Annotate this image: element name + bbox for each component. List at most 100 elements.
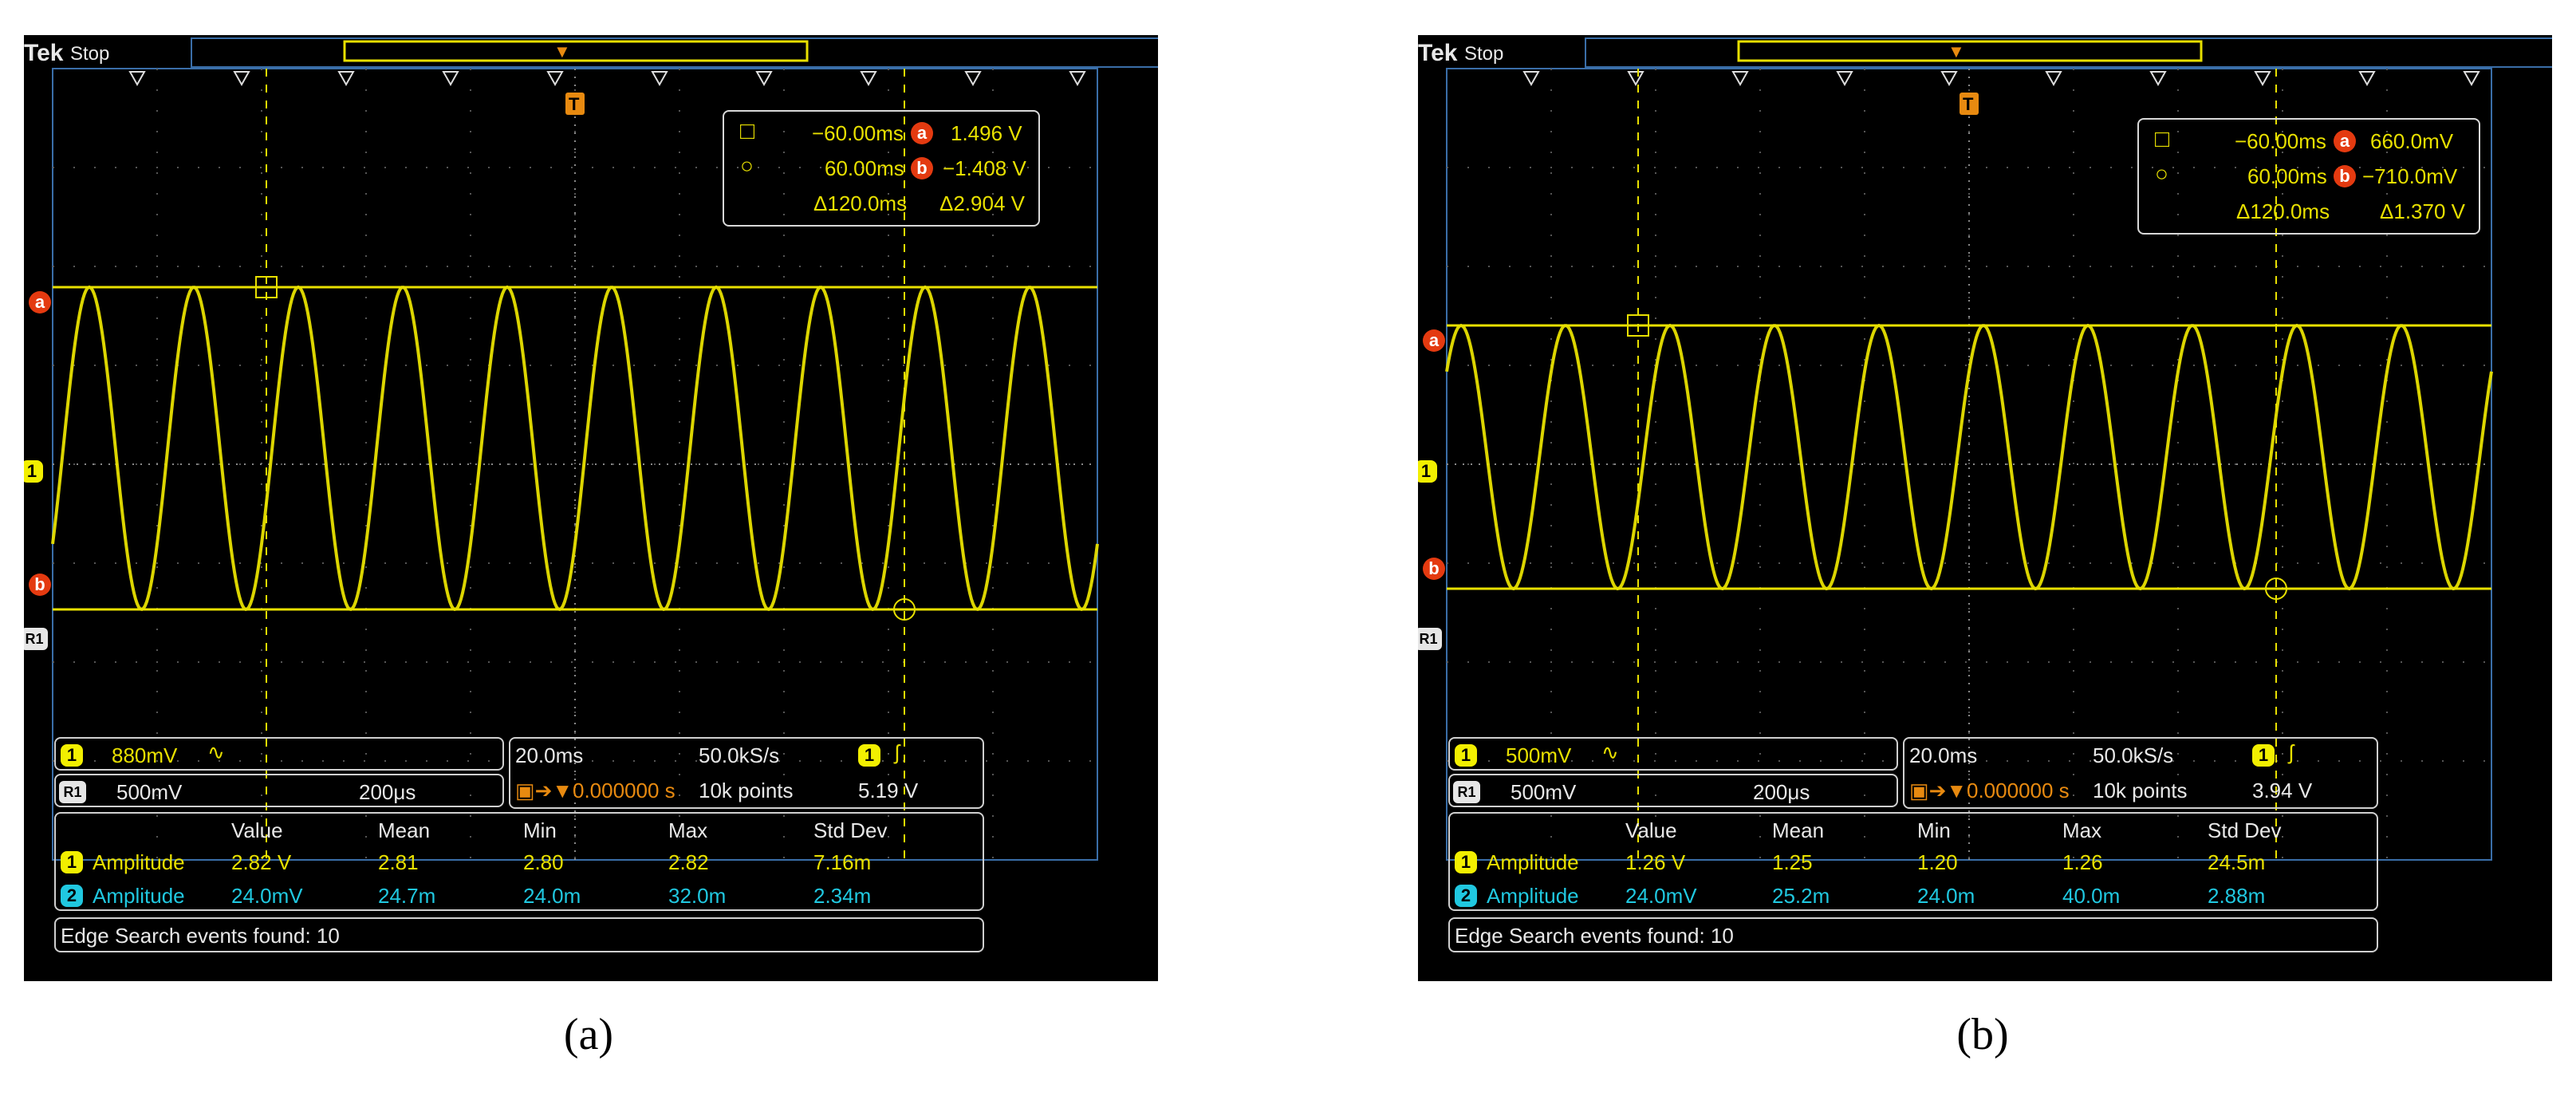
waveform-display-b: ▼T: [1445, 37, 2552, 861]
meas-row2-name: Amplitude: [93, 884, 185, 908]
cursor-a-value: 1.496 V: [951, 121, 1022, 145]
search-event-marker: [1069, 71, 1086, 87]
channel1-scale: 500mV: [1506, 743, 1572, 767]
cursor1-square-marker: [1627, 314, 1649, 337]
record-length: 10k points: [699, 779, 794, 802]
cursor-b-marker: b: [29, 571, 51, 597]
ac-coupling-icon: ∿: [1601, 740, 1619, 764]
search-event-marker: [128, 71, 146, 87]
reference-marker: R1: [24, 625, 48, 651]
meas-row2-value: 24.0mV: [1625, 884, 1697, 908]
search-event-marker: [2358, 71, 2376, 87]
meas-header-min: Min: [1917, 818, 1951, 842]
meas-row1-channel: 1: [61, 849, 83, 874]
meas-row1-channel: 1: [1455, 849, 1477, 874]
overview-trigger-icon: ▼: [1948, 41, 1965, 61]
meas-header-value: Value: [1625, 818, 1677, 842]
acquisition-status: Stop: [70, 43, 110, 65]
meas-row1-min: 2.80: [523, 850, 564, 874]
meas-row1-value: 2.82 V: [231, 850, 292, 874]
horizontal-trigger-box[interactable]: 20.0ms 50.0kS/s 1 ʃ ▣➔▼ 0.000000 s 10k p…: [1903, 737, 2378, 809]
search-event-marker: [1731, 71, 1749, 87]
reference-badge: R1: [1453, 779, 1480, 804]
waveform-display-a: ▼T: [51, 37, 1158, 861]
search-event-marker: [1522, 71, 1540, 87]
reference-marker: R1: [1418, 625, 1442, 651]
cursor1-square-marker: [255, 276, 278, 298]
circle-cursor-icon: ○: [740, 153, 754, 178]
meas-row1-std: 7.16m: [813, 850, 872, 874]
meas-header-stddev: Std Dev: [813, 818, 888, 842]
trigger-source-badge: 1: [2252, 742, 2275, 767]
meas-row1-max: 2.82: [668, 850, 709, 874]
search-status-box[interactable]: Edge Search events found: 10: [54, 917, 984, 952]
meas-row2-channel: 2: [61, 882, 83, 908]
meas-row2-value: 24.0mV: [231, 884, 303, 908]
meas-row2-mean: 24.7m: [378, 884, 436, 908]
meas-row1-mean: 2.81: [378, 850, 419, 874]
timebase: 20.0ms: [515, 743, 584, 767]
search-event-marker: [1940, 71, 1958, 87]
cursor-a-marker: a: [29, 289, 51, 314]
reference1-info-box[interactable]: R1 500mV 200μs: [54, 774, 504, 807]
meas-header-mean: Mean: [1772, 818, 1825, 842]
cursor-a-icon: a: [911, 120, 933, 145]
channel1-info-box[interactable]: 1 500mV ∿: [1448, 737, 1898, 771]
measurements-box[interactable]: Value Mean Min Max Std Dev 1 Amplitude 2…: [54, 812, 984, 911]
caption-b: (b): [1956, 1010, 2009, 1059]
search-event-marker: [2149, 71, 2167, 87]
cursor-readout-box: □ −60.00ms a 1.496 V ○ 60.00ms b −1.408 …: [723, 110, 1040, 227]
record-view-window: [343, 40, 809, 62]
meas-header-stddev: Std Dev: [2208, 818, 2282, 842]
reference-time: 200μs: [359, 780, 416, 804]
cursor-delta-voltage: Δ2.904 V: [939, 191, 1025, 215]
cursor2-circle-marker: [893, 598, 916, 621]
measurements-box[interactable]: Value Mean Min Max Std Dev 1 Amplitude 1…: [1448, 812, 2378, 911]
meas-header-min: Min: [523, 818, 557, 842]
cursor2-circle-marker: [2265, 578, 2287, 600]
trigger-level: 5.19 V: [858, 779, 919, 802]
search-event-marker: [860, 71, 877, 87]
meas-row2-channel: 2: [1455, 882, 1477, 908]
oscilloscope-screen-a: ▼T Tek Stop □ −60.00ms a 1.496 V ○ 60.00…: [24, 35, 1158, 981]
cursor-b-value: −1.408 V: [943, 156, 1026, 180]
horizontal-trigger-box[interactable]: 20.0ms 50.0kS/s 1 ʃ ▣➔▼ 0.000000 s 10k p…: [509, 737, 984, 809]
search-event-marker: [2254, 71, 2271, 87]
rising-edge-icon: ʃ: [2289, 740, 2294, 764]
meas-row2-std: 2.34m: [813, 884, 872, 908]
sample-rate: 50.0kS/s: [699, 743, 780, 767]
trigger-position: 0.000000 s: [573, 779, 676, 802]
sample-rate: 50.0kS/s: [2093, 743, 2174, 767]
meas-row1-name: Amplitude: [1487, 850, 1579, 874]
cursor-readout-box: □ −60.00ms a 660.0mV ○ 60.00ms b −710.0m…: [2137, 118, 2480, 235]
acquisition-status: Stop: [1464, 43, 1504, 65]
search-event-marker: [651, 71, 668, 87]
meas-row2-mean: 25.2m: [1772, 884, 1830, 908]
reference-badge: R1: [59, 779, 86, 804]
cursor1-time: −60.00ms: [2235, 129, 2326, 153]
trigger-position-letter: T: [569, 94, 580, 114]
search-event-marker: [337, 71, 355, 87]
meas-header-max: Max: [2062, 818, 2102, 842]
search-event-marker: [964, 71, 982, 87]
search-event-marker: [1836, 71, 1853, 87]
search-status: Edge Search events found: 10: [61, 924, 340, 948]
search-event-marker: [233, 71, 250, 87]
caption-a: (a): [563, 1010, 614, 1059]
record-view-window: [1737, 40, 2203, 62]
channel1-waveform: [1445, 323, 2493, 591]
meas-row2-min: 24.0m: [523, 884, 581, 908]
trigger-position-marker: [1960, 93, 1979, 115]
trigger-source-badge: 1: [858, 742, 880, 767]
cursor-delta-voltage: Δ1.370 V: [2380, 199, 2465, 223]
meas-header-max: Max: [668, 818, 708, 842]
meas-row1-name: Amplitude: [93, 850, 185, 874]
reference1-info-box[interactable]: R1 500mV 200μs: [1448, 774, 1898, 807]
reference-scale: 500mV: [116, 780, 183, 804]
channel1-info-box[interactable]: 1 880mV ∿: [54, 737, 504, 771]
search-event-marker: [546, 71, 564, 87]
channel1-badge: 1: [61, 742, 83, 767]
meas-row2-max: 32.0m: [668, 884, 727, 908]
cursor-a-value: 660.0mV: [2370, 129, 2454, 153]
search-status-box[interactable]: Edge Search events found: 10: [1448, 917, 2378, 952]
